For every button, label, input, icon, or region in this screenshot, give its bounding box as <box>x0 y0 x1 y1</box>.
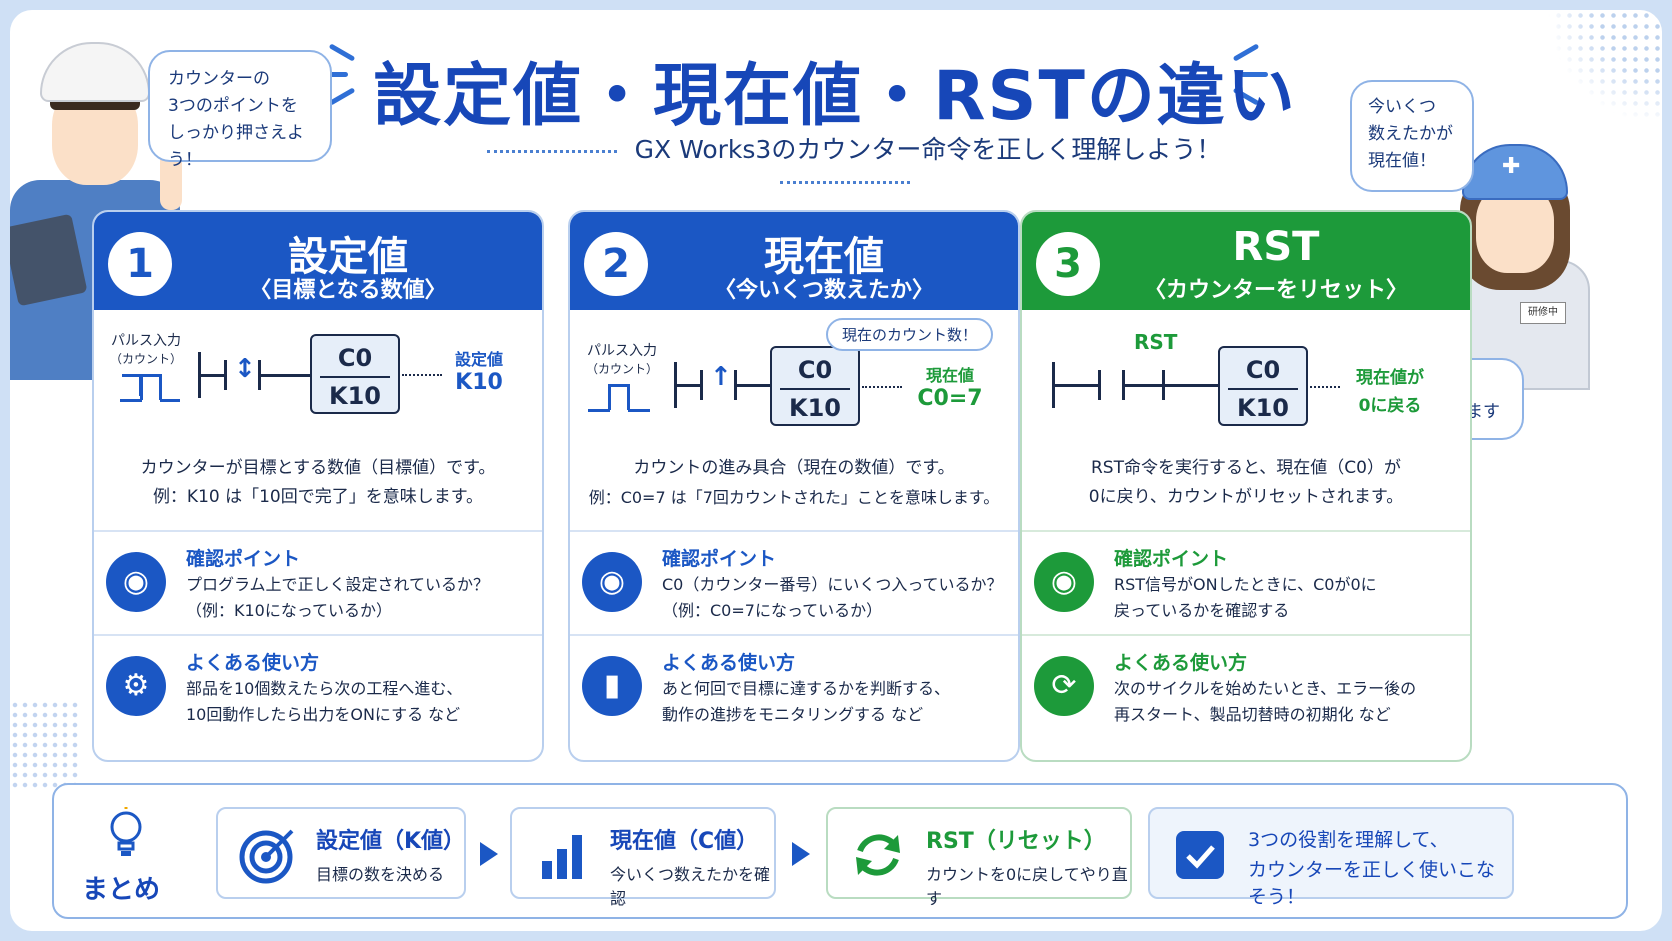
rst-label: RST <box>1134 330 1178 354</box>
value-callout: 現在値が 0に戻る <box>1356 368 1424 416</box>
target-icon <box>239 829 294 884</box>
counter-coil: C0 K10 <box>770 346 860 426</box>
name-badge: 研修中 <box>1520 302 1566 324</box>
check-point-section: ◉ 確認ポイント RST信号がONしたときに、C0が0に 戻っているかを確認する <box>1022 530 1470 630</box>
card-number: 3 <box>1036 232 1100 296</box>
summary-label: まとめ <box>82 875 161 905</box>
bar-chart-icon <box>542 835 582 879</box>
ladder-diagram: パルス入力 （カウント） ↕ C0 K10 設定値 K10 <box>94 324 542 444</box>
poster-frame: 設定値・現在値・RSTの違い GX Works3のカウンター命令を正しく理解しよ… <box>10 10 1662 931</box>
arrow-right-icon <box>792 842 810 866</box>
pulse-icon <box>608 384 630 410</box>
sparkle-icon <box>328 43 356 62</box>
card-setting-value: 1 設定値 〈目標となる数値〉 パルス入力 （カウント） ↕ C0 K10 <box>92 210 544 762</box>
decorative-dots-bottom-left <box>10 700 80 790</box>
card-number: 2 <box>584 232 648 296</box>
ladder-diagram: パルス入力 （カウント） ↑ C0 K10 現在のカウント数！ 現在値 C0=7 <box>570 318 1018 444</box>
counter-coil: C0 K10 <box>310 334 400 414</box>
card-description: RST命令を実行すると、現在値（C0）が 0に戻り、カウントがリセットされます。 <box>1088 458 1404 507</box>
input-label: パルス入力 （カウント） <box>585 343 658 376</box>
page-title: 設定値・現在値・RSTの違い <box>373 57 1297 136</box>
summary-item-setting: 設定値（K値） 目標の数を決める <box>216 807 466 899</box>
card-subtitle: 〈今いくつ数えたか〉 <box>713 278 934 303</box>
card-header: 1 設定値 〈目標となる数値〉 <box>94 212 542 310</box>
counter-coil: C0 K10 <box>1218 346 1308 426</box>
card-description: カウンターが目標とする数値（目標値）です。 例：K10 は「10回で完了」を意味… <box>140 458 496 507</box>
gear-icon: ⚙ <box>106 656 166 716</box>
common-usage-section: ⟳ よくある使い方 次のサイクルを始めたいとき、エラー後の 再スタート、製品切替… <box>1022 634 1470 734</box>
check-point-section: ◉ 確認ポイント プログラム上で正しく設定されているか？ （例：K10になってい… <box>94 530 542 630</box>
card-header: 2 現在値 〈今いくつ数えたか〉 <box>570 212 1018 310</box>
eye-icon: ◉ <box>1034 552 1094 612</box>
card-description: カウントの進み具合（現在の数値）です。 例：C0=7 は「7回カウントされた」こ… <box>588 458 1000 507</box>
card-reset: 3 RST 〈カウンターをリセット〉 RST C0 K10 現在値が 0に戻る <box>1020 210 1472 762</box>
input-label: パルス入力 （カウント） <box>109 333 182 366</box>
card-subtitle: 〈目標となる数値〉 <box>249 278 447 303</box>
sparkle-icon <box>1240 72 1268 77</box>
check-point-section: ◉ 確認ポイント C0（カウンター番号）にいくつ入っているか？ （例：C0=7に… <box>570 530 1018 630</box>
card-subtitle: 〈カウンターをリセット〉 <box>1143 278 1408 303</box>
cross-icon: ✚ <box>1502 154 1521 179</box>
common-usage-section: ⚙ よくある使い方 部品を10個数えたら次の工程へ進む、 10回動作したら出力を… <box>94 634 542 734</box>
value-callout: 現在値 C0=7 <box>917 366 983 411</box>
arrow-right-icon <box>480 842 498 866</box>
sparkle-icon <box>320 72 348 77</box>
eye-icon: ◉ <box>106 552 166 612</box>
pulse-icon <box>122 374 142 396</box>
up-arrow-icon: ↑ <box>710 362 732 392</box>
card-header: 3 RST 〈カウンターをリセット〉 <box>1022 212 1470 310</box>
card-title: RST <box>1232 224 1320 270</box>
card-title: 現在値 <box>764 234 884 280</box>
summary-panel: まとめ 設定値（K値） 目標の数を決める 現在値（C値） 今いくつ数えたかを確認 <box>52 783 1628 919</box>
eye-icon: ◉ <box>582 552 642 612</box>
card-current-value: 2 現在値 〈今いくつ数えたか〉 パルス入力 （カウント） ↑ C0 K10 現… <box>568 210 1020 762</box>
speech-bubble-left: カウンターの 3つのポイントを しっかり押さえよう！ <box>148 50 332 170</box>
bar-chart-icon: ▮ <box>582 656 642 716</box>
decorative-dots-top-right <box>1542 10 1662 120</box>
sparkle-icon <box>328 87 356 106</box>
page-subtitle: GX Works3のカウンター命令を正しく理解しよう！ <box>400 130 1290 195</box>
light-bulb-icon <box>110 807 142 856</box>
current-count-tag: 現在のカウント数！ <box>826 318 994 351</box>
speech-bubble-right-top: 今いくつ 数えたかが 現在値！ <box>1350 80 1474 192</box>
up-down-arrow-icon: ↕ <box>234 354 256 384</box>
summary-conclusion: 3つの役割を理解して、 カウンターを正しく使いこなそう！ <box>1148 807 1514 908</box>
refresh-icon <box>856 834 900 876</box>
card-title: 設定値 <box>288 234 408 280</box>
summary-item-reset: RST（リセット） カウントを0に戻してやり直す <box>826 807 1132 908</box>
check-shield-icon <box>1176 831 1224 879</box>
common-usage-section: ▮ よくある使い方 あと何回で目標に達するかを判断する、 動作の進捗をモニタリン… <box>570 634 1018 734</box>
summary-item-current: 現在値（C値） 今いくつ数えたかを確認 <box>510 807 776 908</box>
refresh-icon: ⟳ <box>1034 656 1094 716</box>
card-number: 1 <box>108 232 172 296</box>
value-callout: 設定値 K10 <box>454 350 503 395</box>
ladder-diagram: RST C0 K10 現在値が 0に戻る <box>1022 324 1470 444</box>
